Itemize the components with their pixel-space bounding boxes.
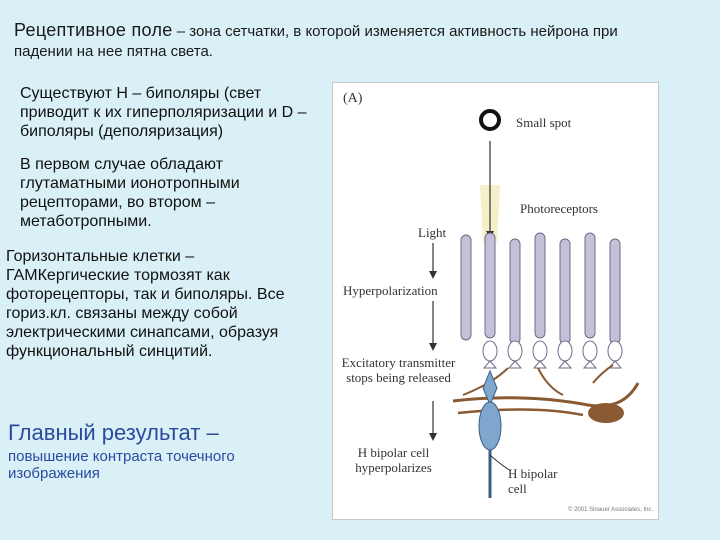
flow-arrow-head (429, 343, 437, 351)
photoreceptor-outer-segment (584, 232, 596, 339)
receptor-types-text: В первом случае обладают глутаматными ио… (20, 156, 240, 230)
excitatory-transmitter-label: Excitatory transmitter stops being relea… (341, 355, 456, 385)
light-label: Light (418, 225, 447, 240)
horizontal-cell-body (588, 403, 624, 423)
photoreceptor-outer-segment (534, 232, 546, 339)
horizontal-cells-text: Горизонтальные клетки – ГАМКергические т… (6, 248, 285, 360)
slide-title: Рецептивное поле – зона сетчатки, в кото… (14, 20, 714, 41)
photoreceptor-outer-segment (509, 238, 521, 345)
title-definition: – зона сетчатки, в которой изменяется ак… (172, 23, 618, 40)
flow-arrow-head (429, 433, 437, 441)
flow-arrow-head (429, 271, 437, 279)
bipolar-types-text: Существуют H – биполяры (свет приводит к… (20, 85, 307, 140)
photoreceptor-row (460, 232, 623, 369)
retina-diagram (429, 109, 640, 498)
photoreceptor-cell-body (557, 340, 573, 362)
result-text: повышение контраста точечного изображени… (8, 448, 235, 482)
photoreceptor-cell-body (607, 340, 623, 362)
photoreceptor-terminal (557, 360, 573, 369)
photoreceptor-cell-body (532, 340, 548, 362)
photoreceptor-terminal (532, 360, 548, 369)
photoreceptor-terminal (482, 360, 498, 369)
small-spot-icon (479, 109, 501, 131)
title-definition-line2: падении на нее пятна света. (14, 43, 213, 60)
photoreceptor-outer-segment (460, 234, 472, 341)
photoreceptor-cell-body (482, 340, 498, 362)
result-heading: Главный результат – (8, 420, 219, 445)
photoreceptors-label: Photoreceptors (520, 201, 598, 216)
photoreceptor-terminal (582, 360, 598, 369)
bipolar-cell-body (478, 401, 502, 451)
photoreceptor-outer-segment (484, 232, 496, 339)
small-spot-label: Small spot (516, 115, 572, 130)
photoreceptor-cell-body (582, 340, 598, 362)
photoreceptor-outer-segment (559, 238, 571, 345)
h-bipolar-cell-label: H bipolar cell (508, 466, 558, 496)
panel-label: (A) (343, 91, 363, 106)
title-term: Рецептивное поле (14, 20, 173, 40)
label-pointer (489, 454, 512, 472)
copyright-text: © 2001 Sinauer Associates, Inc. (568, 507, 654, 513)
hyperpolarization-label: Hyperpolarization (343, 283, 438, 298)
horizontal-process (457, 408, 584, 417)
h-bipolar-hyper-label: H bipolar cell hyperpolarizes (355, 445, 432, 475)
photoreceptor-outer-segment (609, 238, 621, 345)
photoreceptor-cell-body (507, 340, 523, 362)
photoreceptor-terminal (507, 360, 523, 369)
retina-figure: (A) Small spot Photoreceptors Light Hype… (332, 82, 659, 520)
bipolar-dendrite (482, 369, 498, 407)
